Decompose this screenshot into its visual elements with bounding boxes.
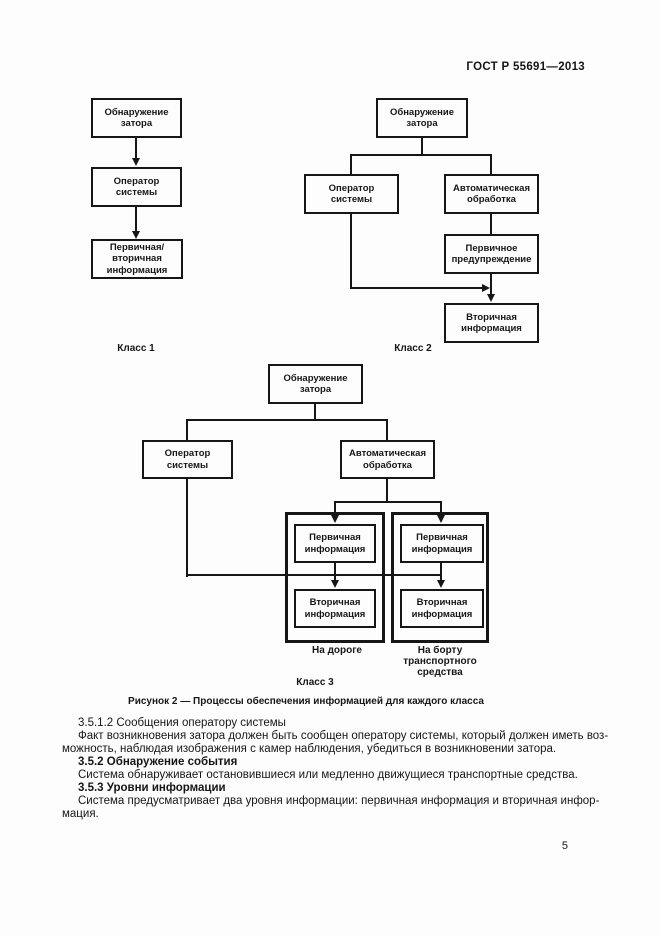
connector-line	[350, 154, 492, 156]
arrowhead-down	[132, 231, 140, 239]
connector-line	[350, 213, 352, 289]
connector-line	[334, 562, 336, 582]
class2-primary-warning-box: Первичное предупреждение	[444, 234, 539, 274]
arrowhead-down	[437, 580, 445, 588]
arrowhead-down	[132, 158, 140, 166]
arrowhead-down	[437, 515, 445, 523]
class1-operator-box: Оператор системы	[91, 167, 182, 207]
class2-secondary-info-box: Вторичная информация	[444, 303, 539, 343]
paragraph-line: Факт возникновения затора должен быть со…	[78, 730, 609, 742]
connector-line	[334, 501, 336, 517]
class3-operator-box: Оператор системы	[142, 440, 233, 479]
connector-line	[490, 154, 492, 175]
body-text: 3.5.1.2 Сообщения оператору системы Факт…	[62, 717, 609, 821]
class3-vehicle-secondary-box: Вторичная информация	[400, 589, 484, 628]
connector-line	[350, 287, 483, 289]
section-353-heading: 3.5.3 Уровни информации	[78, 782, 226, 794]
page-number: 5	[561, 840, 568, 852]
connector-line	[135, 207, 137, 232]
connector-line	[186, 574, 442, 576]
class3-auto-box: Автоматическая обработка	[340, 440, 435, 479]
connector-line	[490, 273, 492, 298]
connector-line	[421, 138, 423, 155]
vehicle-group-container	[391, 512, 489, 643]
vehicle-group-label: На борту транспортного средства	[403, 645, 477, 678]
figure-caption: Рисунок 2 — Процессы обеспечения информа…	[128, 696, 484, 707]
arrowhead-down	[331, 515, 339, 523]
connector-line	[440, 562, 442, 582]
paragraph-line: мация.	[62, 808, 99, 820]
class3-road-primary-box: Первичная информация	[294, 524, 376, 563]
class1-info-box: Первичная/ вторичная информация	[91, 239, 183, 279]
connector-line	[186, 419, 188, 440]
connector-line	[186, 419, 388, 421]
arrowhead-down	[331, 580, 339, 588]
arrowhead-right	[482, 284, 490, 292]
doc-number-header: ГОСТ Р 55691—2013	[466, 61, 585, 73]
class3-road-secondary-box: Вторичная информация	[294, 589, 376, 628]
connector-line	[386, 478, 388, 503]
section-3512-heading: 3.5.1.2 Сообщения оператору системы	[78, 717, 286, 729]
class2-auto-box: Автоматическая обработка	[444, 174, 539, 214]
class2-detect-box: Обнаружение затора	[376, 98, 468, 138]
class1-label: Класс 1	[117, 343, 155, 354]
road-group-label: На дороге	[312, 645, 362, 656]
paragraph-line: Система обнаруживает остановившиеся или …	[78, 769, 578, 781]
section-352-heading: 3.5.2 Обнаружение события	[78, 756, 238, 768]
connector-line	[186, 478, 188, 577]
connector-line	[440, 501, 442, 517]
connector-line	[135, 138, 137, 160]
connector-line	[490, 213, 492, 235]
class2-label: Класс 2	[394, 343, 432, 354]
road-group-container	[285, 512, 385, 643]
class3-detect-box: Обнаружение затора	[268, 364, 363, 404]
paragraph-line: можность, наблюдая изображения с камер н…	[62, 743, 557, 755]
connector-line	[314, 403, 316, 421]
connector-line	[350, 154, 352, 175]
connector-line	[386, 419, 388, 440]
class3-label: Класс 3	[296, 677, 334, 688]
arrowhead-down	[487, 294, 495, 302]
class2-operator-box: Оператор системы	[304, 174, 399, 214]
connector-line	[334, 501, 442, 503]
class3-vehicle-primary-box: Первичная информация	[400, 524, 484, 563]
paragraph-line: Система предусматривает два уровня инфор…	[78, 795, 600, 807]
class1-detect-box: Обнаружение затора	[91, 98, 182, 138]
